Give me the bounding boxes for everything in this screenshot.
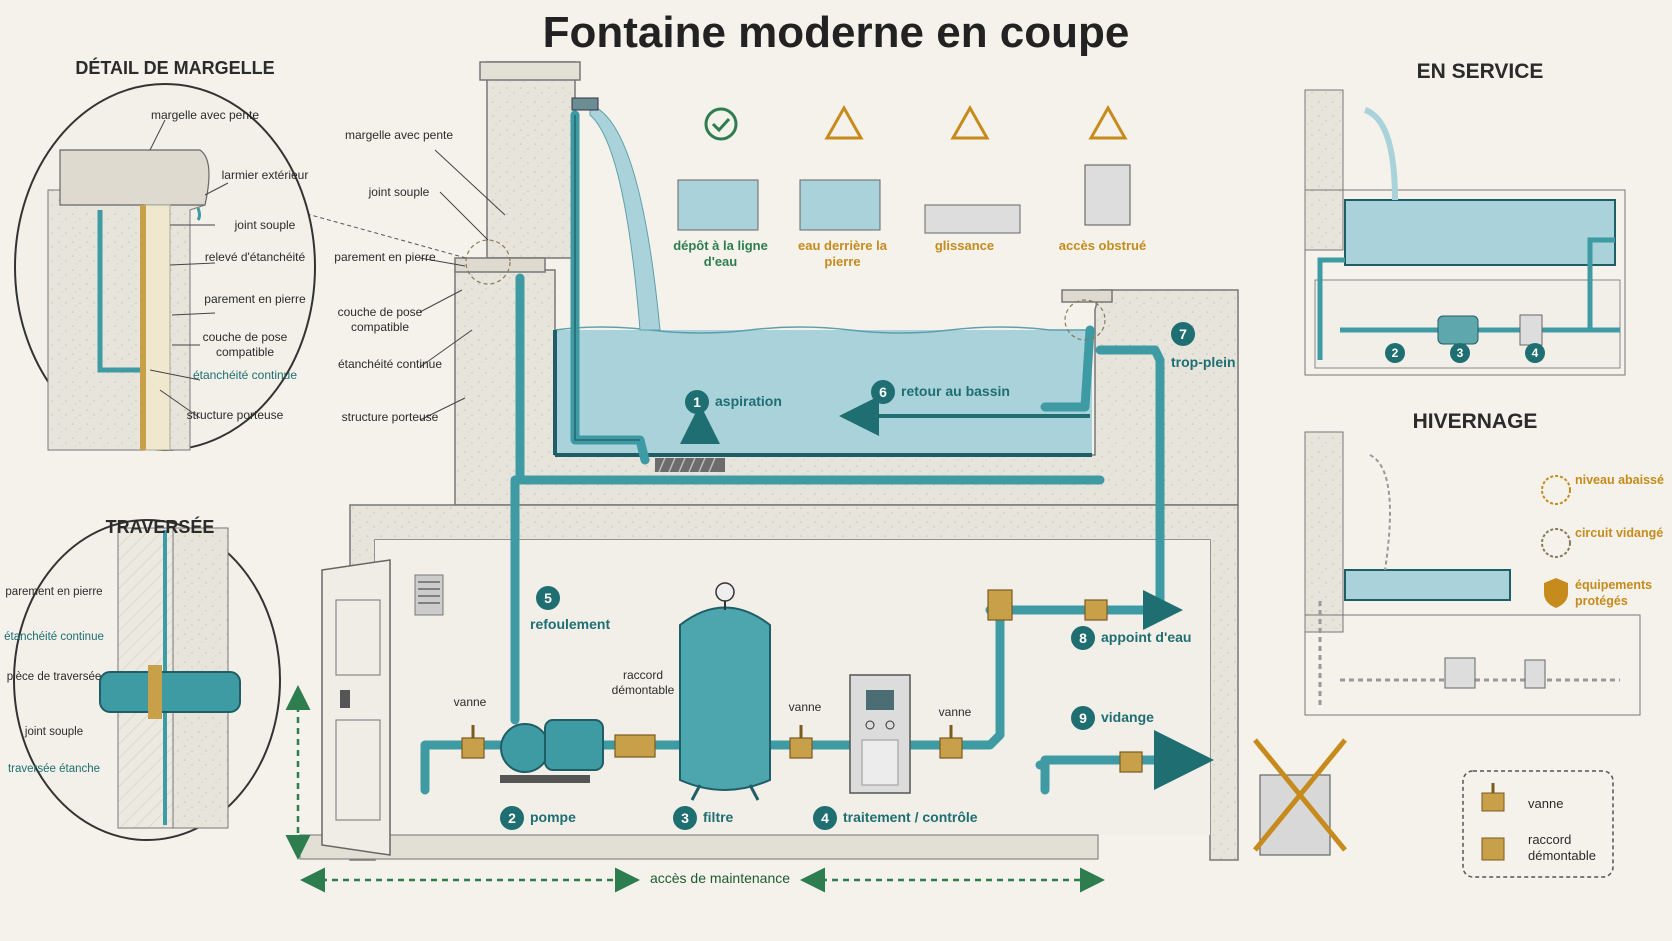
en-service-badge-number: 4 [1532, 346, 1539, 360]
component-badges: 1 2 3 4 5 6 7 8 9 2 3 4 [500, 322, 1545, 830]
obstructed-equipment [1253, 738, 1347, 856]
en-service-badge [1385, 343, 1405, 363]
detail-margelle-label: joint souple [234, 218, 296, 232]
badge-number: 7 [1179, 326, 1187, 342]
en-service-heading: EN SERVICE [1416, 60, 1544, 83]
traversee-label: parement en pierre [5, 586, 103, 598]
badge-1 [685, 390, 709, 414]
detail-margelle-label: larmier extérieur [221, 168, 309, 182]
badge-9 [1071, 706, 1095, 730]
en-service-badge [1450, 343, 1470, 363]
component-label: filtre [703, 809, 734, 825]
component-label: trop-plein [1171, 354, 1236, 370]
component-label: refoulement [530, 616, 611, 632]
badge-5 [536, 586, 560, 610]
margelle-main [454, 257, 546, 273]
hivernage-legend-label: niveau abaissé [1575, 473, 1664, 487]
badge-2 [500, 806, 524, 830]
hivernage-legend-label: équipements protégés [1575, 578, 1653, 608]
main-section-label: parement en pierre [334, 250, 436, 264]
page-title: Fontaine moderne en coupe [542, 8, 1130, 57]
badge-8 [1071, 626, 1095, 650]
raccord-label: raccord démontable [611, 668, 675, 697]
main-section-label: joint souple [368, 185, 430, 199]
warning-label: glissance [934, 238, 995, 253]
valve-label: vanne [788, 700, 822, 714]
valve-label: vanne [453, 695, 487, 709]
fountain-wall-column [486, 61, 576, 259]
badge-7 [1171, 322, 1195, 346]
badge-4 [813, 806, 837, 830]
badge-3 [673, 806, 697, 830]
en-service-badge-number: 3 [1457, 346, 1464, 360]
main-section-label: margelle avec pente [344, 128, 454, 142]
water-jet [589, 104, 661, 331]
hivernage-illustration [1304, 431, 1641, 716]
en-service-badge-number: 2 [1392, 346, 1399, 360]
badge-number: 2 [508, 810, 516, 826]
access-label: accès de maintenance [649, 870, 791, 886]
detail-margelle-label: margelle avec pente [150, 108, 260, 122]
technical-room [375, 540, 1210, 835]
legend-raccord-label: raccord démontable [1528, 832, 1596, 864]
component-label: traitement / contrôle [843, 809, 978, 825]
detail-margelle-label: étanchéité continue [192, 368, 298, 382]
component-label: retour au bassin [901, 383, 1010, 399]
traversee-label: traversée étanche [7, 763, 101, 775]
warning-label: eau derrière la pierre [798, 238, 887, 270]
access-door [321, 559, 391, 856]
component-label: vidange [1101, 709, 1154, 725]
badge-number: 1 [693, 394, 701, 410]
en-service-illustration [1304, 89, 1626, 376]
maintenance-floor [299, 834, 1099, 860]
traversee-label: joint souple [24, 726, 84, 738]
traversee-label: étanchéité continue [4, 631, 104, 643]
valve-label: vanne [938, 705, 972, 719]
intake-grate [655, 458, 725, 472]
component-label: aspiration [715, 393, 782, 409]
badge-number: 5 [544, 590, 552, 606]
component-label: pompe [530, 809, 576, 825]
en-service-badge [1525, 343, 1545, 363]
badge-number: 3 [681, 810, 689, 826]
traversee-label: pièce de traversée [6, 671, 102, 683]
badge-number: 4 [821, 810, 829, 826]
warning-label: dépôt à la ligne d'eau [673, 238, 768, 270]
main-section-label: étanchéité continue [337, 357, 443, 371]
valves [461, 589, 1143, 773]
main-section-label: structure porteuse [341, 410, 439, 424]
detail-margelle-label: couche de pose compatible [202, 330, 288, 359]
treatment-box [849, 674, 911, 794]
legend-box [1462, 770, 1614, 878]
detail-margelle-label: structure porteuse [186, 408, 284, 422]
traversee-illustration [13, 519, 281, 841]
badge-number: 9 [1079, 710, 1087, 726]
warning-icons [677, 104, 1131, 234]
hivernage-heading: HIVERNAGE [1412, 410, 1538, 433]
badge-number: 6 [879, 384, 887, 400]
detail-margelle-illustration [14, 83, 316, 451]
badge-6 [871, 380, 895, 404]
traversee-heading: TRAVERSÉE [105, 517, 215, 537]
badge-number: 8 [1079, 630, 1087, 646]
legend-vanne-label: vanne [1528, 796, 1564, 811]
filter-tank [679, 582, 771, 801]
detail-margelle-heading: DÉTAIL DE MARGELLE [75, 58, 275, 78]
warning-label: accès obstrué [1058, 238, 1147, 253]
main-section-label: couche de pose compatible [337, 305, 423, 334]
pump [500, 719, 604, 783]
detail-margelle-label: parement en pierre [204, 292, 306, 306]
hivernage-legend-label: circuit vidangé [1575, 526, 1664, 540]
detail-margelle-label: relevé d'étanchéité [204, 250, 306, 264]
component-label: appoint d'eau [1101, 629, 1192, 645]
